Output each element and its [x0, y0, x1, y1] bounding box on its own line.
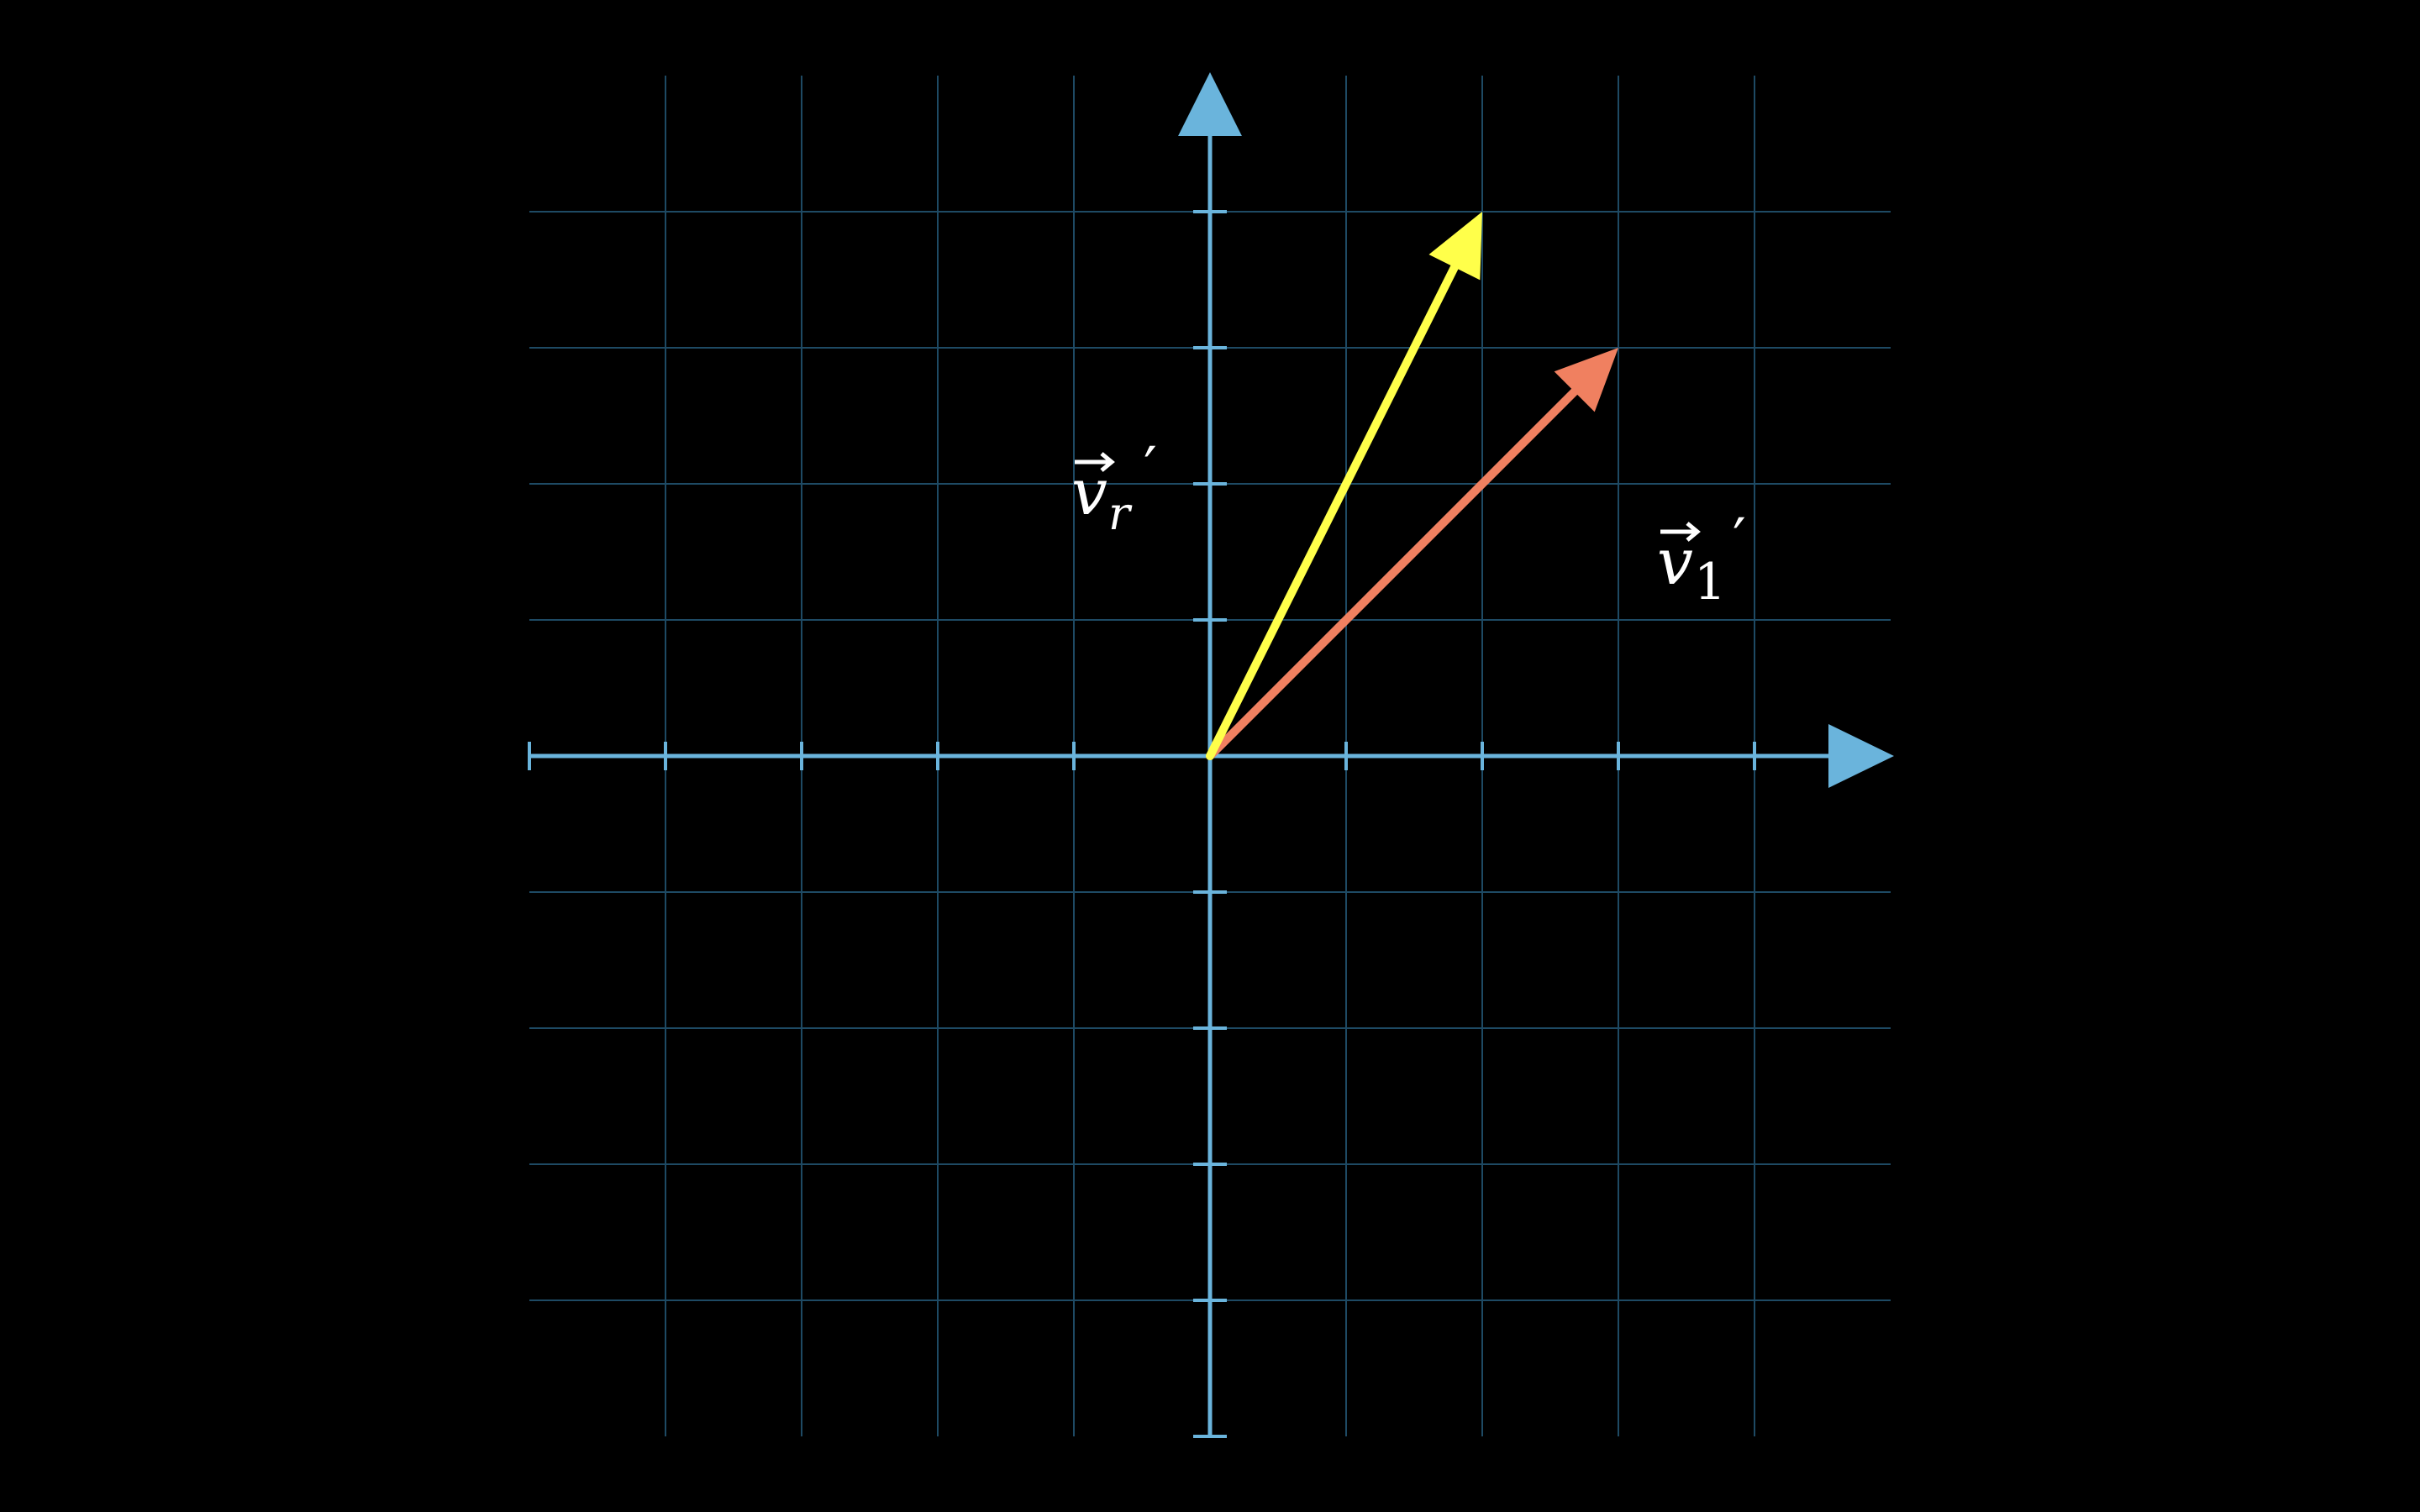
- vr-prime-shaft: [1206, 260, 1460, 760]
- v1-prime-label: v 1 ′: [1657, 506, 1746, 612]
- y-axis-arrow-icon: [1178, 72, 1242, 136]
- vr-prime-label: v r ′: [1071, 434, 1157, 540]
- x-axis-arrow-icon: [1828, 724, 1894, 788]
- v1-prime-label-base: v: [1657, 524, 1693, 599]
- vr-prime-label-base: v: [1071, 454, 1107, 529]
- vr-prime-label-prime: ′: [1144, 434, 1157, 503]
- v1-prime-arrow-accent-icon: [1660, 522, 1701, 542]
- vectors: [1206, 212, 1618, 760]
- axes: [528, 72, 1894, 1438]
- vr-prime-arrowhead-icon: [1428, 212, 1482, 281]
- vector-labels: v 1 ′ v r ′: [1071, 434, 1746, 612]
- vr-prime-label-subscript: r: [1108, 487, 1133, 540]
- v1-prime-label-prime: ′: [1733, 506, 1746, 575]
- v1-prime-shaft: [1206, 385, 1581, 760]
- v1-prime-arrowhead-icon: [1554, 348, 1618, 412]
- v1-prime-label-subscript: 1: [1694, 553, 1726, 612]
- vr-prime-arrow-accent-icon: [1075, 452, 1115, 472]
